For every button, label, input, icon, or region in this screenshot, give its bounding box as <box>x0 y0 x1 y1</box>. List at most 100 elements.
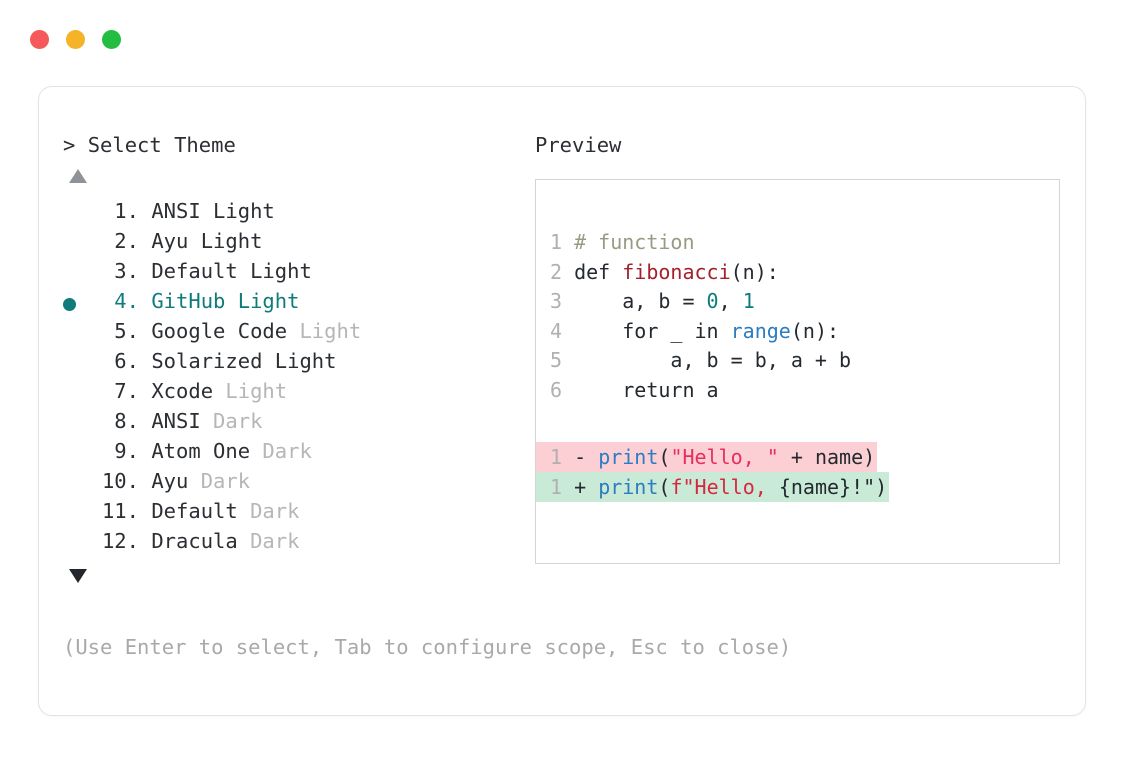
theme-name: Google Code <box>139 319 288 343</box>
theme-name: Default <box>139 259 238 283</box>
line-number: 6 <box>550 377 575 402</box>
code-token-plain: return a <box>574 377 719 402</box>
selection-bullet-slot <box>63 469 93 499</box>
theme-name: Ayu <box>139 229 189 253</box>
theme-list-item[interactable]: 4. GitHub Light <box>63 289 533 319</box>
theme-index: 12. <box>101 529 139 553</box>
theme-index: 8. <box>101 409 139 433</box>
selection-bullet-slot <box>63 439 93 469</box>
theme-list-item[interactable]: 7. Xcode Light <box>63 379 533 409</box>
prompt-caret-icon: > <box>63 133 76 157</box>
code-token-plain: , <box>718 289 743 313</box>
theme-variant: Dark <box>200 409 263 433</box>
keyboard-hint: (Use Enter to select, Tab to configure s… <box>63 635 792 659</box>
diff-line-deletion: 1 - print("Hello, " + name) <box>536 442 878 472</box>
theme-index: 2. <box>101 229 139 253</box>
theme-name: Default <box>139 499 238 523</box>
scroll-up-icon[interactable] <box>69 169 87 183</box>
code-token-num: 1 <box>742 289 755 313</box>
code-token-plain: for _ in <box>574 318 731 343</box>
code-token-builtin: range <box>730 318 791 343</box>
theme-variant: Dark <box>188 469 251 493</box>
diff-marker: + <box>574 475 599 499</box>
theme-variant: Light <box>188 229 263 253</box>
theme-variant: Dark <box>237 529 300 553</box>
code-token-plain: a, b = <box>574 289 707 313</box>
theme-index: 1. <box>101 199 139 223</box>
theme-list-item[interactable]: 1. ANSI Light <box>63 199 533 229</box>
code-token-str: "Hello, " <box>670 445 779 469</box>
code-line: 1 # function <box>550 228 1059 258</box>
theme-index: 10. <box>101 469 139 493</box>
theme-variant: Light <box>213 379 288 403</box>
code-token-plain: (n): <box>730 259 779 284</box>
selection-bullet-slot <box>63 289 93 319</box>
theme-list-item[interactable]: 9. Atom One Dark <box>63 439 533 469</box>
line-number: 3 <box>550 289 575 313</box>
theme-name: Dracula <box>139 529 238 553</box>
line-number: 2 <box>550 259 575 284</box>
theme-name: Ayu <box>139 469 189 493</box>
diff-sample: 1 - print("Hello, " + name)1 + print(f"H… <box>536 442 1059 502</box>
theme-index: 4. <box>101 289 139 313</box>
theme-list-item[interactable]: 11. Default Dark <box>63 499 533 529</box>
theme-name: ANSI <box>139 199 201 223</box>
code-token-num: 0 <box>706 289 719 313</box>
code-token-strred: f"Hello, <box>670 475 779 499</box>
theme-variant: Dark <box>250 439 312 463</box>
preview-label: Preview <box>535 133 622 157</box>
zoom-button[interactable] <box>102 30 121 49</box>
code-token-builtin: print <box>598 475 659 499</box>
theme-index: 9. <box>101 439 139 463</box>
theme-list-item[interactable]: 8. ANSI Dark <box>63 409 533 439</box>
theme-list-item[interactable]: 10. Ayu Dark <box>63 469 533 499</box>
selection-bullet-slot <box>63 319 93 349</box>
prompt-header: > Select Theme <box>63 133 533 157</box>
line-number: 1 <box>550 475 575 499</box>
diff-line-addition: 1 + print(f"Hello, {name}!") <box>536 472 890 502</box>
code-token-plain: ) <box>875 475 888 499</box>
scroll-down-icon[interactable] <box>69 569 87 583</box>
code-token-fn: fibonacci <box>622 259 731 284</box>
selection-bullet-slot <box>63 379 93 409</box>
theme-index: 3. <box>101 259 139 283</box>
code-token-plain: a, b = b, a + b <box>574 348 852 372</box>
theme-list-item[interactable]: 6. Solarized Light <box>63 349 533 379</box>
code-token-plain: {name} <box>778 475 852 499</box>
theme-list-item[interactable]: 5. Google Code Light <box>63 319 533 349</box>
theme-name: Xcode <box>139 379 214 403</box>
code-token-plain: (n): <box>790 318 840 343</box>
window-traffic-lights <box>30 30 121 49</box>
selection-bullet-slot <box>63 229 93 259</box>
theme-name: ANSI <box>139 409 201 433</box>
theme-name: GitHub <box>139 289 226 313</box>
theme-index: 6. <box>101 349 139 373</box>
theme-variant: Light <box>225 289 300 313</box>
theme-index: 11. <box>101 499 139 523</box>
selection-bullet-slot <box>63 349 93 379</box>
code-token-plain: ( <box>658 445 671 469</box>
theme-list-item[interactable]: 12. Dracula Dark <box>63 529 533 559</box>
code-line: 5 a, b = b, a + b <box>550 346 1059 376</box>
code-line: 2 def fibonacci(n): <box>550 258 1059 288</box>
theme-variant: Light <box>200 199 275 223</box>
theme-variant: Light <box>262 349 337 373</box>
theme-index: 7. <box>101 379 139 403</box>
theme-variant: Light <box>287 319 362 343</box>
selection-bullet-slot <box>63 499 93 529</box>
diff-row: 1 - print("Hello, " + name) <box>536 442 1059 472</box>
code-token-plain: !" <box>851 475 876 499</box>
theme-picker-card: > Select Theme 1. ANSI Light 2. Ayu Ligh… <box>38 86 1086 716</box>
theme-list-item[interactable]: 2. Ayu Light <box>63 229 533 259</box>
theme-index: 5. <box>101 319 139 343</box>
line-number: 1 <box>550 230 575 254</box>
close-button[interactable] <box>30 30 49 49</box>
line-number: 4 <box>550 318 575 343</box>
theme-selector-panel: > Select Theme 1. ANSI Light 2. Ayu Ligh… <box>63 133 533 583</box>
theme-list-item[interactable]: 3. Default Light <box>63 259 533 289</box>
selection-bullet-slot <box>63 409 93 439</box>
selected-dot-icon <box>63 297 76 311</box>
minimize-button[interactable] <box>66 30 85 49</box>
